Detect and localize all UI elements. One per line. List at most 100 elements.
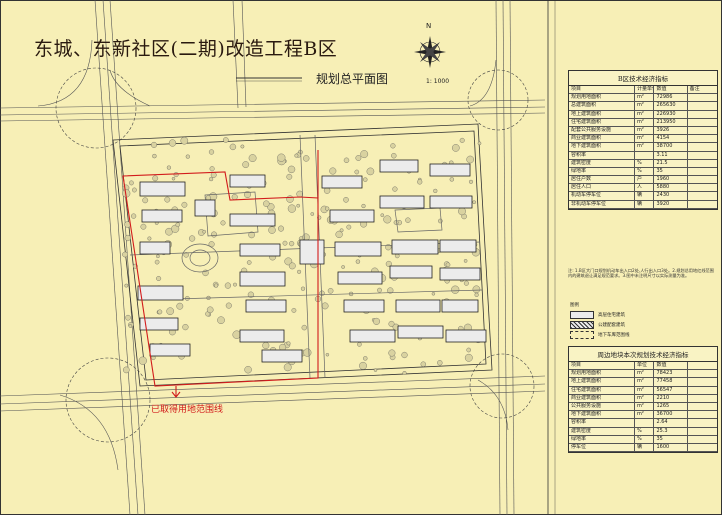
building-footprint [343,299,385,313]
building-footprint [245,299,287,313]
table-cell: 规划用地面积 [569,94,636,102]
table-cell: m² [635,378,655,386]
table-cell: % [635,159,655,167]
table-row: 绿地率%35 [569,167,717,177]
table-cell [688,176,717,183]
building-footprint [139,181,186,197]
table-cell [688,395,717,402]
table-cell: 人 [635,184,655,192]
table-cell: 容积率 [569,419,636,427]
north-arrow-icon [414,36,446,68]
table-cell: 数值 [654,86,688,94]
table-cell [688,387,717,394]
table-cell: m² [635,411,655,419]
table-cell: 公共服务设施 [569,402,636,411]
table-cell: 辆 [635,443,655,452]
table-cell: 商业建筑面积 [569,135,636,143]
table-cell [688,143,717,150]
table-body: 项目计量单位数值备注规划用地面积m²72986总建筑面积m²265630地上建筑… [569,86,717,209]
building-footprint [439,239,477,253]
table-cell [688,192,717,199]
table-cell [688,201,717,208]
table-row: 项目计量单位数值备注 [569,86,717,95]
table-cell: 2430 [654,192,688,200]
table-cell [688,378,717,385]
table-cell: 机动车停车位 [569,192,636,200]
building-footprint [137,285,184,301]
building-footprint [261,349,303,363]
table-cell: 1265 [654,402,688,411]
table-row: 建筑密度%25.3 [569,427,717,436]
building-footprint [321,175,363,189]
table-cell: 容积率 [569,151,636,159]
table-cell: 25.3 [654,427,688,435]
table-cell: 居住人口 [569,184,636,192]
legend-item: 地下车库范围线 [570,331,630,339]
table-cell: 备注 [689,86,700,92]
table-row: 建筑密度%21.5 [569,159,717,168]
building-footprint [239,329,285,343]
building-footprint [391,239,439,255]
drawing-title: 东城、东新社区(二期)改造工程B区 [34,38,338,60]
scale-label: 1: 1000 [426,78,450,85]
table-cell: 计量单位 [635,86,655,94]
table-cell: 226930 [654,110,688,118]
table-cell: 辆 [635,192,655,200]
table-cell: 单位 [635,362,655,370]
technical-index-table: B区技术经济指标 项目计量单位数值备注规划用地面积m²72986总建筑面积m²2… [568,70,718,210]
table-cell: 建筑密度 [569,427,636,435]
building-footprint [141,209,183,223]
table-cell: 38700 [654,143,688,151]
table-cell: m² [635,143,655,151]
table-cell: 1600 [654,443,688,452]
table-cell: m² [635,394,655,402]
legend-item: 公建配套建筑 [570,321,625,329]
table-cell: 2210 [654,394,688,402]
building-footprint [239,271,286,287]
building-footprint [337,271,383,285]
notes-text: 注: 1.B区大门口规划机动车出入口2处,人行出入口3处。2.规划总用地红线范围… [568,268,714,278]
table-cell: 绿地率 [569,435,636,443]
table-cell: 4154 [654,135,688,143]
building-footprint [395,299,441,313]
table-cell [688,411,717,418]
building-footprint [239,243,281,257]
table-cell [635,419,655,427]
building-footprint [229,174,266,188]
table-cell [688,135,717,142]
table-cell: 3.11 [654,151,688,159]
table-cell: m² [635,402,655,411]
arc-circles [55,67,535,443]
building-footprint [149,343,191,357]
building-footprint [194,199,216,217]
building-footprint [334,241,382,257]
table-cell: % [635,427,655,435]
table-cell [688,111,717,118]
table-cell: 辆 [635,200,655,208]
table-cell: 住宅建筑面积 [569,118,636,126]
north-label: N [426,22,432,30]
table-cell: 住宅建筑面积 [569,386,636,394]
table-cell: 3926 [654,126,688,135]
table-cell: 建筑密度 [569,159,636,167]
site-outline [112,123,493,387]
drawing-subtitle: 规划总平面图 [316,72,389,86]
table-cell [688,102,717,109]
table-cell: 总建筑面积 [569,102,636,110]
legend-swatch [570,321,594,329]
table-cell [688,152,717,159]
table-cell: m² [635,126,655,135]
building-footprint [349,329,396,343]
